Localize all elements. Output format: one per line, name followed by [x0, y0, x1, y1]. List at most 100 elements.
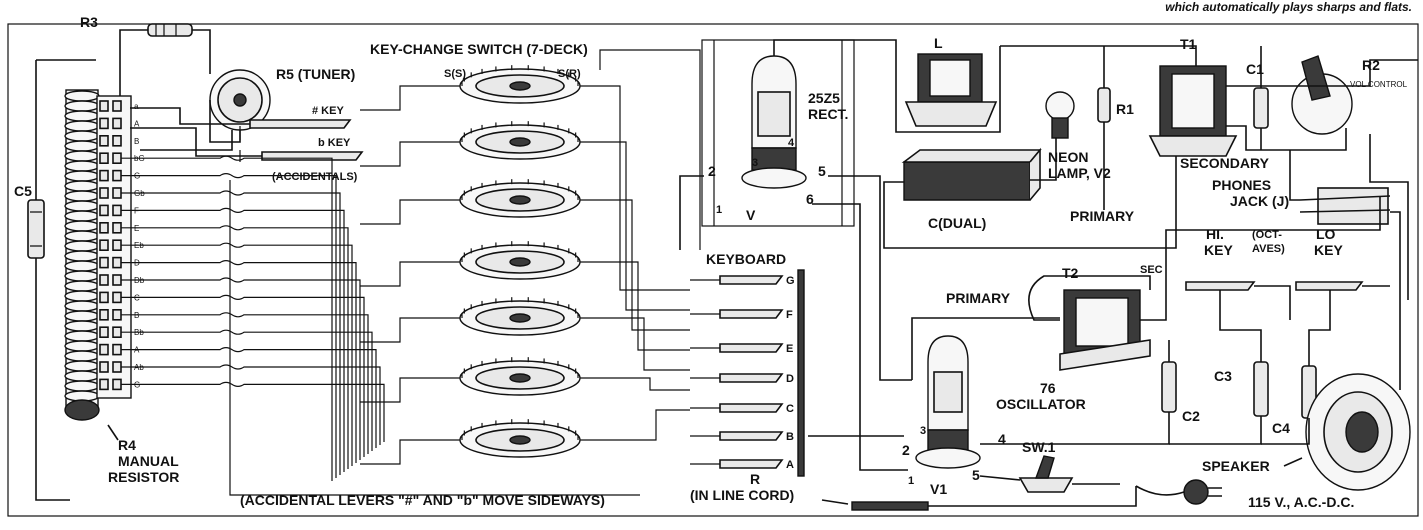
- lo-octave-key[interactable]: [1295, 281, 1364, 291]
- power-plug: [1135, 479, 1222, 505]
- sw1-label: SW.1: [1022, 439, 1056, 455]
- vol-control-label: VOL CONTROL: [1350, 80, 1408, 89]
- resistor-terminal: [112, 204, 122, 217]
- resistor-terminal: [112, 152, 122, 164]
- coil-turn: [64, 90, 100, 102]
- primary-t1-label: PRIMARY: [1070, 208, 1135, 224]
- resistor-terminal: [99, 308, 109, 321]
- resistor-terminal: [99, 117, 109, 130]
- resistor-terminal: [99, 378, 109, 391]
- phones-jack[interactable]: [1299, 187, 1391, 225]
- bundle-wire: [121, 242, 353, 466]
- neon-label-1: NEON: [1048, 149, 1088, 165]
- switch-deck[interactable]: [459, 65, 581, 104]
- bundle-wire: [121, 173, 337, 478]
- keyboard-key-label: B: [786, 431, 794, 443]
- choke-label: L: [934, 35, 943, 51]
- r4-label-3: RESISTOR: [108, 469, 179, 485]
- choke-l: [895, 46, 1001, 133]
- keyboard-key-label: C: [786, 403, 794, 415]
- c3-capacitor: [1253, 361, 1269, 417]
- resistor-terminal: [112, 169, 122, 182]
- coil-turn: [64, 250, 100, 262]
- keyboard[interactable]: G F E D C B A: [690, 269, 805, 477]
- primary-t2-label: PRIMARY: [946, 290, 1011, 306]
- bundle-wire: [229, 180, 640, 496]
- switch-deck[interactable]: [459, 121, 581, 160]
- bundle-wire: [121, 190, 341, 475]
- c5-capacitor: [27, 59, 96, 501]
- bundle-wire: [121, 260, 357, 463]
- neon-label-2: LAMP, V2: [1048, 165, 1111, 181]
- keyboard-key-label: G: [786, 275, 795, 287]
- note-label: A: [134, 119, 140, 128]
- hi-octave-key[interactable]: [1185, 281, 1256, 291]
- r2-label: R2: [1362, 57, 1380, 73]
- r2-volume-control[interactable]: [1291, 55, 1353, 135]
- accidental-levers-label: (ACCIDENTAL LEVERS "#" AND "b" MOVE SIDE…: [240, 492, 605, 508]
- bundle-wire: [121, 329, 373, 451]
- key-change-switch-label: KEY-CHANGE SWITCH (7-DECK): [370, 41, 588, 57]
- resistor-terminal: [112, 343, 122, 356]
- resistor-terminal: [99, 187, 109, 199]
- flat-key-label: b KEY: [318, 137, 351, 149]
- accidentals-label: (ACCIDENTALS): [272, 171, 358, 183]
- c2-capacitor: [1161, 361, 1177, 413]
- coil-turn: [64, 150, 100, 162]
- switch-deck[interactable]: [459, 179, 581, 218]
- keyboard-key-b[interactable]: B: [690, 431, 794, 443]
- line-cord-resistor: [851, 501, 929, 511]
- panel-border: [7, 23, 1419, 517]
- keyboard-key-d[interactable]: D: [690, 373, 794, 385]
- resistor-terminal: [112, 100, 122, 112]
- r3-label: R3: [80, 14, 98, 30]
- rect-pin-6: 6: [806, 191, 814, 207]
- rect-pin-2: 2: [708, 163, 716, 179]
- c1-capacitor: [1253, 46, 1269, 150]
- keyboard-key-e[interactable]: E: [690, 343, 793, 355]
- resistor-terminal: [99, 343, 109, 356]
- coil-turn: [64, 300, 100, 312]
- coil-turn: [64, 310, 100, 322]
- r4-label-1: R4: [118, 437, 136, 453]
- coil-turn: [64, 210, 100, 222]
- resistor-terminal: [99, 256, 109, 269]
- resistor-terminal: [99, 361, 109, 373]
- keyboard-key-g[interactable]: G: [690, 275, 795, 287]
- osc-pin-2: 2: [902, 442, 910, 458]
- bundle-wire: [121, 225, 349, 469]
- switch-deck[interactable]: [459, 419, 581, 458]
- rect-word-label: RECT.: [808, 106, 848, 122]
- keyboard-key-a[interactable]: A: [690, 459, 794, 471]
- switch-sw1[interactable]: [1018, 455, 1074, 493]
- c2-label: C2: [1182, 408, 1200, 424]
- resistor-terminal: [99, 291, 109, 304]
- c4-label: C4: [1272, 420, 1290, 436]
- rect-tube-label: 25Z5: [808, 90, 840, 106]
- resistor-terminal: [112, 222, 122, 234]
- hi-key-label-1: HI.: [1206, 226, 1224, 242]
- bundle-wire: [121, 381, 385, 442]
- transformer-t1: [1148, 65, 1238, 157]
- sec-label: SEC: [1140, 264, 1163, 276]
- bundle-wire: [121, 347, 377, 448]
- switch-deck[interactable]: [459, 297, 581, 336]
- wiring-bundle: [121, 155, 640, 496]
- coil-turn: [64, 230, 100, 242]
- osc-tube-label: 76: [1040, 380, 1056, 396]
- switch-deck[interactable]: [459, 357, 581, 396]
- sharp-key[interactable]: [130, 107, 352, 129]
- power-label: 115 V., A.C.-D.C.: [1248, 494, 1354, 510]
- coil-turn: [64, 170, 100, 182]
- coil-turn: [64, 260, 100, 272]
- resistor-terminal: [112, 361, 122, 373]
- resistor-terminal: [112, 239, 122, 251]
- key-change-switch[interactable]: [360, 49, 701, 465]
- keyboard-key-f[interactable]: F: [690, 309, 793, 321]
- bundle-wire: [121, 207, 345, 472]
- switch-deck[interactable]: [459, 241, 581, 280]
- resistor-terminal: [112, 274, 122, 286]
- keyboard-key-c[interactable]: C: [690, 403, 794, 415]
- coil-turn: [64, 240, 100, 252]
- v1-label: V1: [930, 481, 947, 497]
